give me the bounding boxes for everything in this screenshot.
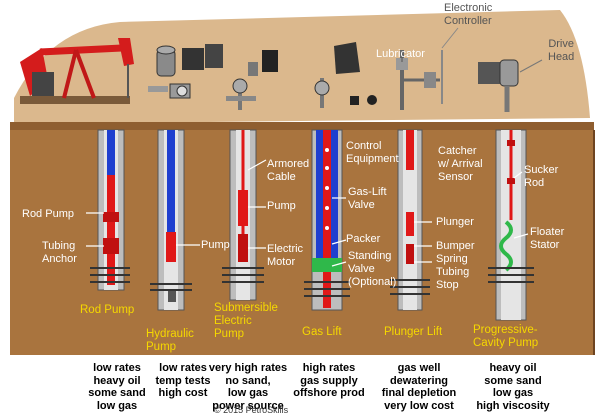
well-hydraulic-pump: [150, 129, 192, 311]
gas-lift-valve-label: Gas-Lift Valve: [348, 186, 387, 211]
rod-pump-component-label: Rod Pump: [22, 208, 74, 220]
tubing-anchor-label: Tubing Anchor: [42, 240, 77, 265]
control-equipment-label: Control Equipment: [346, 140, 399, 165]
method-name-submersible-electric-pump: Submersible Electric Pump: [214, 302, 278, 340]
packer-label: Packer: [346, 233, 381, 245]
lubricator-label: Lubricator: [376, 48, 425, 60]
method-desc-submersible-electric-pump: very high rates no sand, low gas power s…: [208, 362, 288, 412]
well-progressive-cavity-pump: [488, 129, 534, 321]
hydraulic-surface-unit-icon: [148, 44, 223, 99]
drive-head-icon: [478, 59, 543, 112]
standing-valve-label: Standing Valve (Optional): [348, 250, 397, 288]
catcher-label: Catcher w/ Arrival Sensor: [438, 145, 483, 183]
armored-cable-label: Armored Cable: [267, 158, 310, 183]
method-desc-plunger-lift: gas well dewatering final depletion very…: [381, 362, 457, 412]
surface-edge: [10, 122, 594, 132]
surface-ground: [14, 10, 590, 124]
well-rod-pump: [90, 129, 130, 291]
method-desc-hydraulic-pump: low rates temp tests high cost: [155, 362, 211, 399]
method-name-gas-lift: Gas Lift: [302, 326, 342, 338]
drive-head-label: Drive Head: [548, 38, 575, 63]
copyright-text: © 2015 PetroSkills: [214, 405, 289, 415]
well-plunger-lift: [390, 129, 430, 311]
method-name-progressive-cavity-pump: Progressive- Cavity Pump: [473, 324, 539, 349]
bumper-spring-label: Bumper Spring: [436, 240, 475, 265]
esp-surface-unit-icon: [226, 50, 278, 110]
hydraulic-pump-component-label: Pump: [201, 239, 230, 251]
pumpjack-icon: [20, 38, 134, 104]
method-name-hydraulic-pump: Hydraulic Pump: [146, 328, 194, 353]
method-desc-gas-lift: high rates gas supply offshore prod: [293, 362, 365, 399]
plunger-label: Plunger: [436, 216, 474, 228]
method-name-plunger-lift: Plunger Lift: [384, 326, 443, 338]
electric-motor-label: Electric Motor: [267, 243, 304, 268]
floater-stator-label: Floater Stator: [530, 226, 565, 251]
method-desc-progressive-cavity-pump: heavy oil some sand low gas high viscosi…: [476, 362, 550, 412]
gas-lift-surface-unit-icon: [314, 42, 377, 108]
tubing-stop-label: Tubing Stop: [436, 266, 470, 291]
method-name-rod-pump: Rod Pump: [80, 304, 135, 316]
sucker-rod-label: Sucker Rod: [524, 164, 559, 189]
electronic-controller-label: Electronic Controller: [444, 2, 493, 27]
well-gas-lift: [304, 129, 350, 311]
method-desc-rod-pump: low rates heavy oil some sand low gas: [88, 362, 146, 412]
well-submersible-pump: [222, 129, 264, 301]
leader-lines: [86, 159, 529, 267]
esp-pump-label: Pump: [267, 200, 296, 212]
